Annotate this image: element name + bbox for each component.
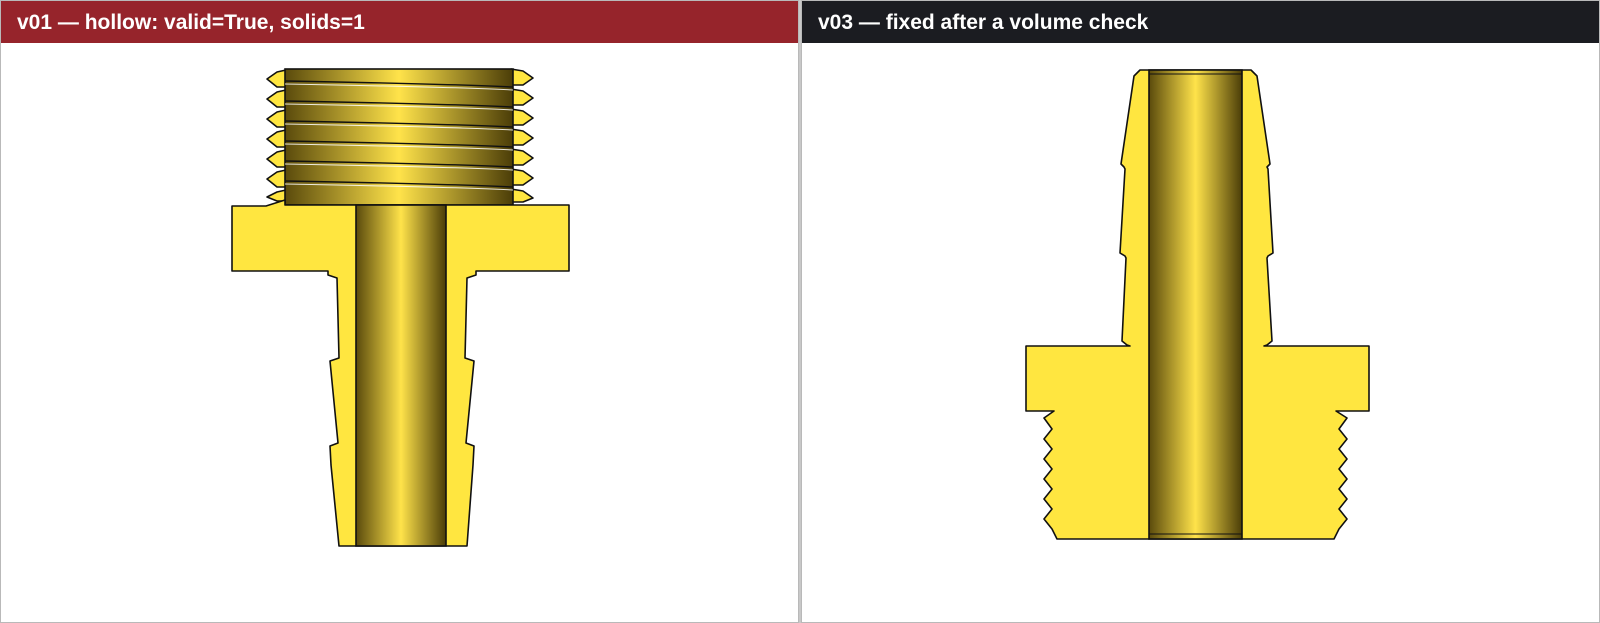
left-panel-title: v01 — hollow: valid=True, solids=1 [1, 1, 798, 43]
thread-teeth [266, 68, 534, 203]
left-panel: v01 — hollow: valid=True, solids=1 [0, 0, 799, 623]
through-bore [355, 204, 447, 547]
right-panel-title: v03 — fixed after a volume check [802, 1, 1599, 43]
v01-fitting-section-view [231, 68, 570, 547]
right-panel: v03 — fixed after a volume check [801, 0, 1600, 623]
through-bore [1148, 69, 1243, 540]
thread-helix-lines [284, 80, 514, 188]
v03-fitting-section-view [1025, 69, 1370, 540]
